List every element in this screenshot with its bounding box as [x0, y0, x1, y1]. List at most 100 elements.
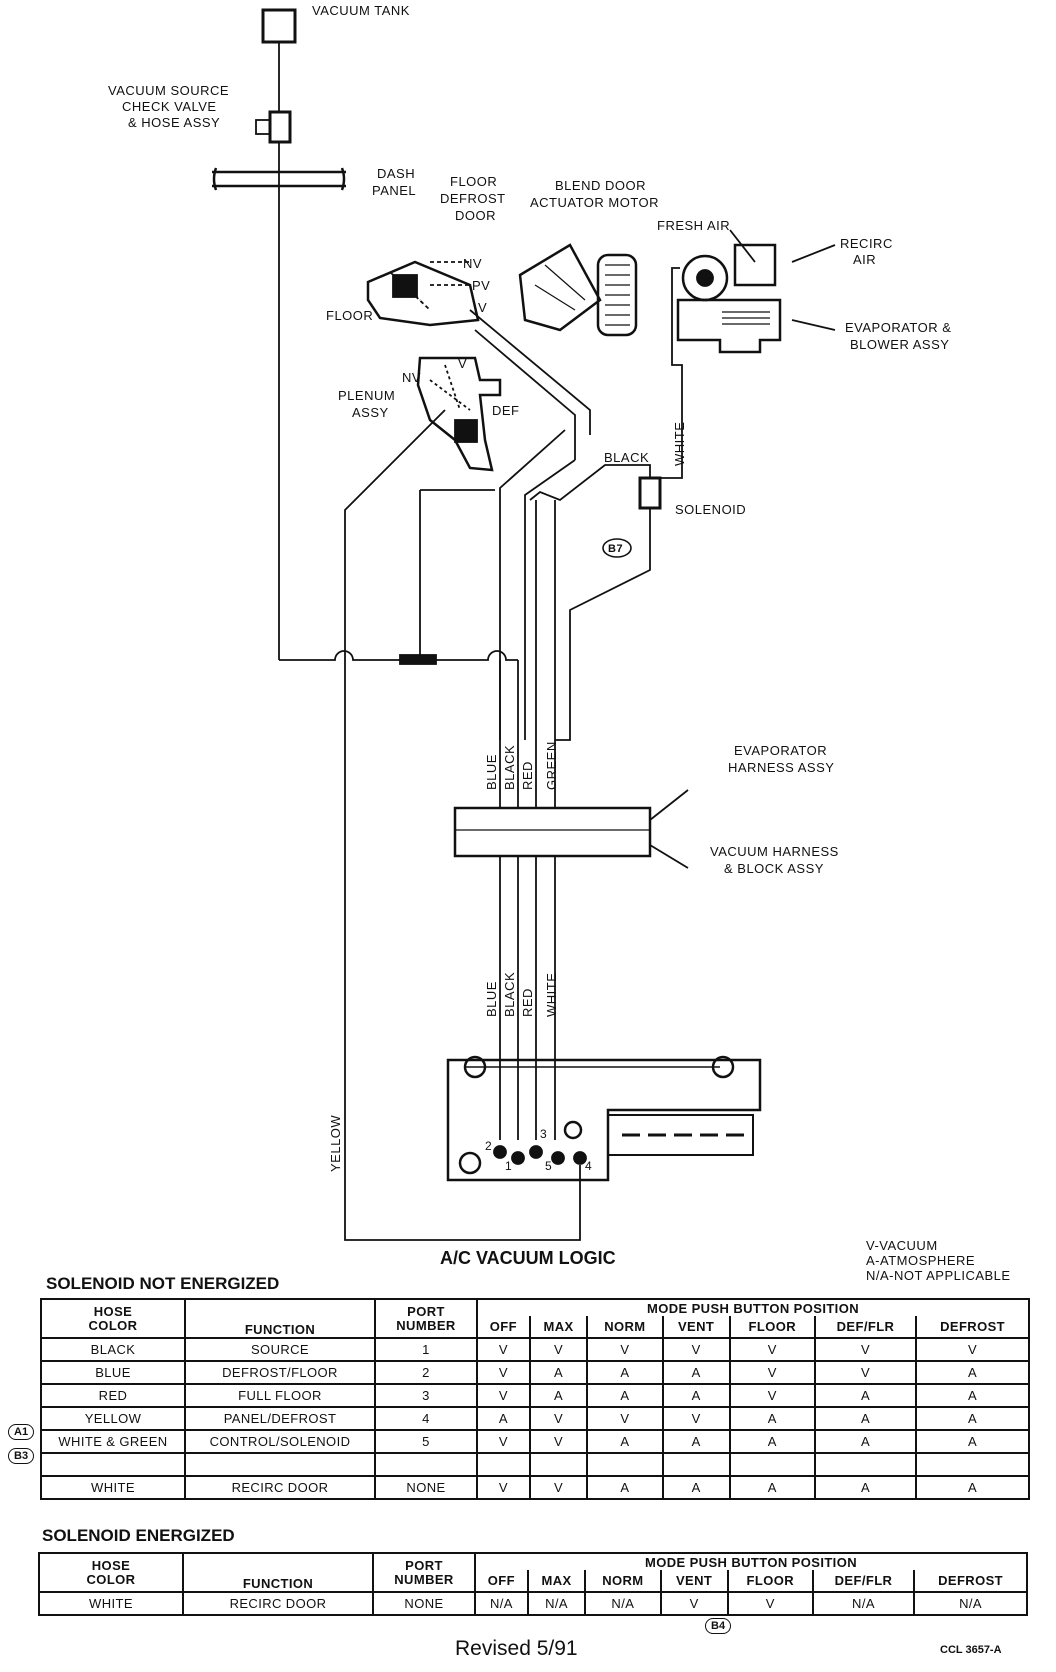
upper-hose-blue: BLUE — [484, 754, 499, 790]
v-label: V — [478, 300, 487, 315]
recirc-air-label-2: AIR — [853, 252, 876, 267]
mode-value-cell: N/A — [474, 1591, 529, 1616]
mode-value-cell: A — [813, 1429, 918, 1454]
port-cell: 3 — [374, 1383, 478, 1408]
yellow-hose-label: YELLOW — [328, 1115, 343, 1172]
mode-value-cell: V — [528, 1406, 589, 1431]
fresh-air-label: FRESH AIR — [657, 218, 730, 233]
mode-column-header: DEFROST — [915, 1316, 1030, 1339]
legend: V-VACUUM A-ATMOSPHERE N/A-NOT APPLICABLE — [866, 1238, 1011, 1283]
mode-column-header: NORM — [584, 1570, 662, 1593]
mode-value-cell: A — [915, 1475, 1030, 1500]
function-cell: RECIRC DOOR — [182, 1591, 374, 1616]
function-cell: DEFROST/FLOOR — [184, 1360, 376, 1385]
diagram-labels: VACUUM TANK VACUUM SOURCE CHECK VALVE & … — [108, 3, 951, 1173]
mode-header-2: MODE PUSH BUTTON POSITION — [474, 1552, 1028, 1570]
mode-value-cell: A — [661, 1360, 731, 1385]
mode-value-cell: A — [915, 1383, 1030, 1408]
hose-color-cell: BLACK — [40, 1337, 186, 1362]
lower-hose-white: WHITE — [544, 973, 559, 1017]
port-2-label: 2 — [485, 1139, 492, 1153]
hose-color-cell: WHITE — [40, 1475, 186, 1500]
dash-label-1: DASH — [377, 166, 415, 181]
table-row — [40, 1452, 1030, 1477]
mode-column-header: DEFROST — [913, 1570, 1028, 1593]
mode-value-cell: V — [586, 1406, 664, 1431]
mode-value-cell: V — [586, 1337, 664, 1362]
evaporator-harness-label-2: HARNESS ASSY — [728, 760, 834, 775]
mode-column-header: MAX — [528, 1316, 589, 1339]
upper-hose-black: BLACK — [502, 745, 517, 790]
mode-value-cell: A — [728, 1429, 816, 1454]
mode-value-cell: V — [476, 1360, 531, 1385]
mode-value-cell: V — [728, 1360, 816, 1385]
nv-label: NV — [463, 256, 482, 271]
port-cell: NONE — [372, 1591, 476, 1616]
vacuum-diagram: VACUUM TANK VACUUM SOURCE CHECK VALVE & … — [108, 3, 951, 1241]
lower-hose-black: BLACK — [502, 972, 517, 1017]
diagram-title: A/C VACUUM LOGIC — [440, 1248, 616, 1268]
def-label: DEF — [492, 403, 520, 418]
mode-value-cell: A — [586, 1429, 664, 1454]
document-code: CCL 3657-A — [940, 1644, 1002, 1656]
dash-label-2: PANEL — [372, 183, 416, 198]
mode-value-cell: V — [728, 1383, 816, 1408]
mode-value-cell: V — [661, 1406, 731, 1431]
mode-value-cell: V — [528, 1429, 589, 1454]
mode-value-cell: V — [728, 1337, 816, 1362]
mode-column-header: NORM — [586, 1316, 664, 1339]
mode-value-cell: A — [586, 1360, 664, 1385]
port-4-label: 4 — [585, 1159, 592, 1173]
mode-value-cell: V — [528, 1337, 589, 1362]
mode-value-cell: A — [915, 1360, 1030, 1385]
hose-color-cell: YELLOW — [40, 1406, 186, 1431]
mode-value-cell: V — [476, 1429, 531, 1454]
table2-title: SOLENOID ENERGIZED — [42, 1526, 235, 1545]
mode-column-header: VENT — [659, 1570, 729, 1593]
function-cell: PANEL/DEFROST — [184, 1406, 376, 1431]
check-valve-label-2: CHECK VALVE — [122, 99, 217, 114]
mode-value-cell: A — [728, 1475, 816, 1500]
port-cell: 4 — [374, 1406, 478, 1431]
solenoid-shape — [638, 476, 662, 510]
mode-value-cell: V — [528, 1475, 589, 1500]
mode-value-cell: A — [661, 1383, 731, 1408]
hose-color-cell: WHITE & GREEN — [40, 1429, 186, 1454]
port-cell: 1 — [374, 1337, 478, 1362]
hose-color-cell — [40, 1452, 186, 1477]
mode-value-cell: V — [659, 1591, 729, 1616]
plenum-label-2: ASSY — [352, 405, 389, 420]
evaporator-blower-shape — [676, 298, 782, 354]
mode-value-cell: N/A — [526, 1591, 587, 1616]
control-head-shape — [446, 1058, 762, 1182]
mode-column-header: DEF/FLR — [813, 1316, 918, 1339]
mode-value-cell: V — [915, 1337, 1030, 1362]
a1-marker: A1 — [8, 1424, 35, 1440]
b4-marker: B4 — [705, 1618, 732, 1634]
function-cell: CONTROL/SOLENOID — [184, 1429, 376, 1454]
white-top-label: WHITE — [672, 422, 687, 466]
mode-value-cell: V — [476, 1475, 531, 1500]
mode-column-header: MAX — [526, 1570, 587, 1593]
evaporator-harness-label-1: EVAPORATOR — [734, 743, 827, 758]
mode-header: MODE PUSH BUTTON POSITION — [476, 1298, 1030, 1316]
upper-hose-green: GREEN — [544, 741, 559, 790]
hose-color-cell: WHITE — [38, 1591, 184, 1616]
blend-door-actuator-shape — [518, 243, 602, 332]
table1-title: SOLENOID NOT ENERGIZED — [46, 1274, 280, 1293]
mode-column-header: VENT — [661, 1316, 731, 1339]
evaporator-blower-label-1: EVAPORATOR & — [845, 320, 951, 335]
mode-column-header: DEF/FLR — [811, 1570, 916, 1593]
mode-value-cell: V — [476, 1337, 531, 1362]
mode-column-header: OFF — [476, 1316, 531, 1339]
mode-value-cell: A — [476, 1406, 531, 1431]
mode-column-header: FLOOR — [728, 1316, 816, 1339]
solenoid-label: SOLENOID — [675, 502, 746, 517]
function-header: FUNCTION — [184, 1298, 376, 1339]
harness-block — [453, 806, 652, 858]
